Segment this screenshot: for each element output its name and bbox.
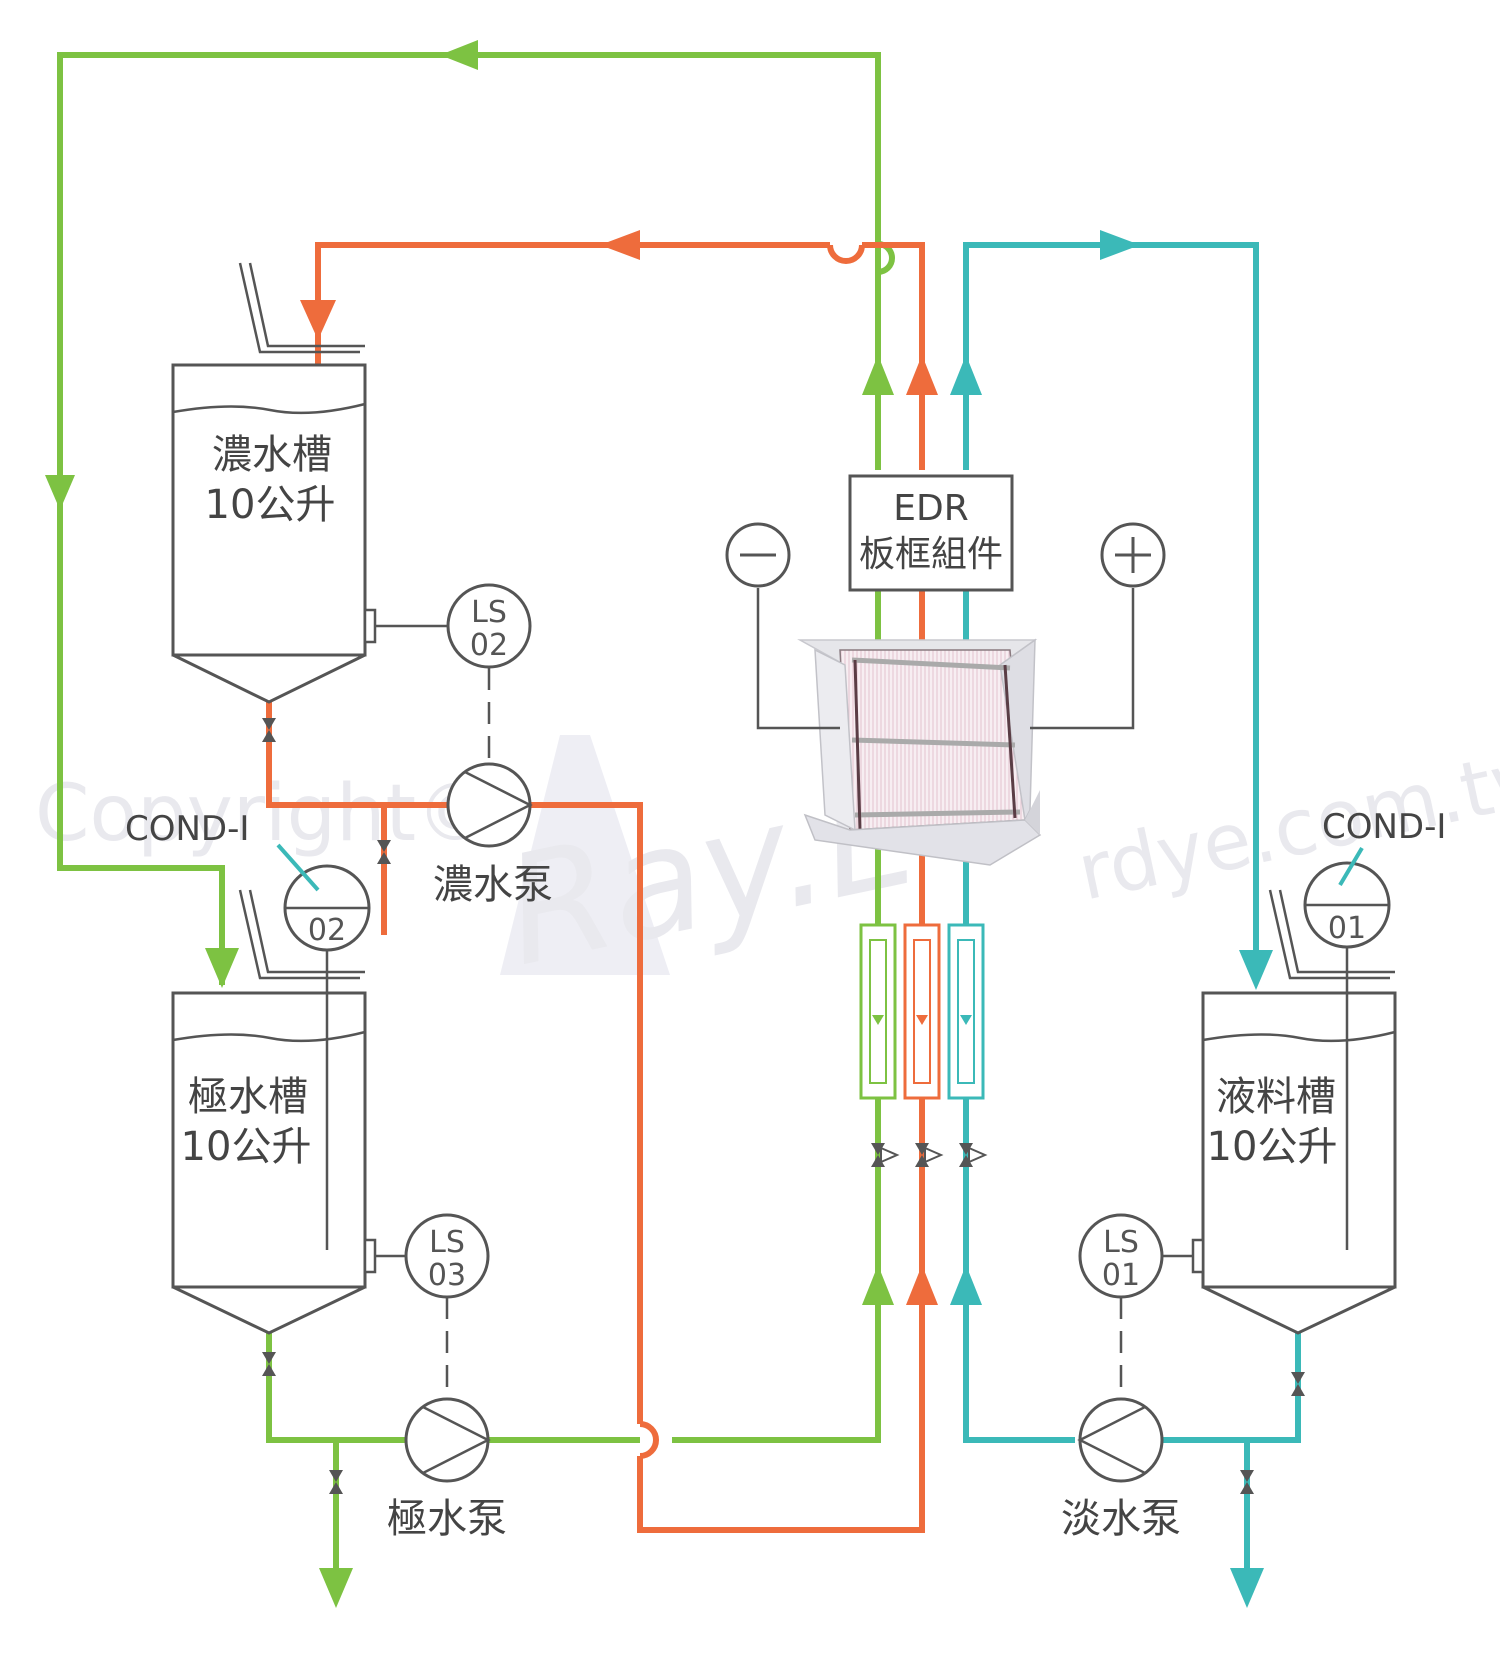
watermark-flask-icon — [500, 735, 670, 975]
cond01-number: 01 — [1328, 911, 1366, 946]
ls03-number: 03 — [428, 1258, 466, 1293]
valve-icon — [377, 840, 391, 864]
concentrate-pump-label: 濃水泵 — [433, 862, 553, 908]
concentrate-tank-capacity: 10公升 — [205, 482, 336, 528]
concentrate-pump: 濃水泵 — [433, 762, 553, 908]
valve-icon — [262, 1352, 276, 1376]
pump-icon — [446, 762, 532, 848]
arrow-left-icon — [600, 230, 640, 260]
concentrate-tank-name: 濃水槽 — [212, 432, 332, 478]
pump-icon — [404, 1397, 490, 1483]
cond01-pointer — [1338, 846, 1364, 887]
electrode-pump: 極水泵 — [387, 1397, 507, 1542]
flowmeter-teal — [947, 923, 985, 1100]
arrow-up-icon — [950, 1265, 982, 1305]
electrode-tank-capacity: 10公升 — [181, 1124, 312, 1170]
ls02-tag: LS — [471, 595, 507, 630]
feed-tank-capacity: 10公升 — [1207, 1124, 1338, 1170]
flow-arrows — [45, 40, 1273, 1608]
arrow-up-icon — [950, 355, 982, 395]
concentrate-tank: 濃水槽 10公升 — [171, 262, 377, 704]
cond01-label: COND-I — [1322, 807, 1446, 847]
feed-tank: 液料槽 10公升 — [1191, 889, 1397, 1335]
edr-stack-image — [797, 638, 1042, 866]
cond02-number: 02 — [308, 913, 346, 948]
flowmeter-orange — [903, 923, 941, 1100]
dilute-pump: 淡水泵 — [1061, 1397, 1181, 1542]
feed-tank-name: 液料槽 — [1216, 1074, 1336, 1120]
edr-label-line2: 板框組件 — [859, 534, 1003, 575]
level-switch-ls03: LS 03 — [375, 1213, 490, 1398]
valve-icon — [1240, 1470, 1254, 1494]
arrow-left-icon — [440, 40, 478, 70]
ls03-tag: LS — [429, 1225, 465, 1260]
edr-label-line1: EDR — [893, 488, 968, 529]
electrode-leads: − + — [725, 522, 1166, 730]
dilute-pump-label: 淡水泵 — [1061, 1496, 1181, 1542]
arrow-up-icon — [906, 1265, 938, 1305]
valve-icon — [329, 1470, 343, 1494]
electrode-pump-label: 極水泵 — [387, 1496, 507, 1542]
cond02-label: COND-I — [125, 809, 249, 849]
valve-icon — [959, 1143, 988, 1167]
flowmeters — [859, 923, 985, 1100]
arrow-down-icon — [45, 475, 75, 510]
edr-label-box: EDR 板框組件 — [848, 474, 1014, 592]
conductivity-sensor-01: 01 COND-I — [1303, 807, 1446, 1250]
arrow-down-icon — [205, 948, 239, 988]
pump-icon — [1078, 1397, 1164, 1483]
electrode-tank-name: 極水槽 — [188, 1074, 308, 1120]
electrode-tank: 極水槽 10公升 — [171, 889, 377, 1335]
arrow-up-icon — [862, 1265, 894, 1305]
arrow-up-icon — [862, 355, 894, 395]
valve-icon — [915, 1143, 944, 1167]
ls01-tag: LS — [1103, 1225, 1139, 1260]
dilute-loop-pipes — [963, 242, 1301, 1595]
conductivity-sensor-02: 02 COND-I — [125, 809, 371, 1250]
cond02-pointer — [276, 843, 320, 892]
arrow-down-icon — [319, 1568, 353, 1608]
watermark-left: Copyright© — [35, 769, 494, 859]
valve-icon — [262, 718, 276, 742]
level-switch-ls02: LS 02 — [375, 583, 532, 763]
ls01-number: 01 — [1102, 1258, 1140, 1293]
arrow-up-icon — [906, 355, 938, 395]
arrow-down-icon — [1230, 1568, 1264, 1608]
flowmeter-green — [859, 923, 897, 1100]
valve-icon — [871, 1143, 900, 1167]
valve-icon — [1291, 1372, 1305, 1396]
arrow-down-icon — [300, 300, 336, 340]
arrow-right-icon — [1100, 230, 1140, 260]
arrow-down-icon — [1239, 950, 1273, 990]
ls02-number: 02 — [470, 628, 508, 663]
level-switch-ls01: LS 01 — [1078, 1213, 1193, 1398]
valves — [262, 718, 1305, 1494]
